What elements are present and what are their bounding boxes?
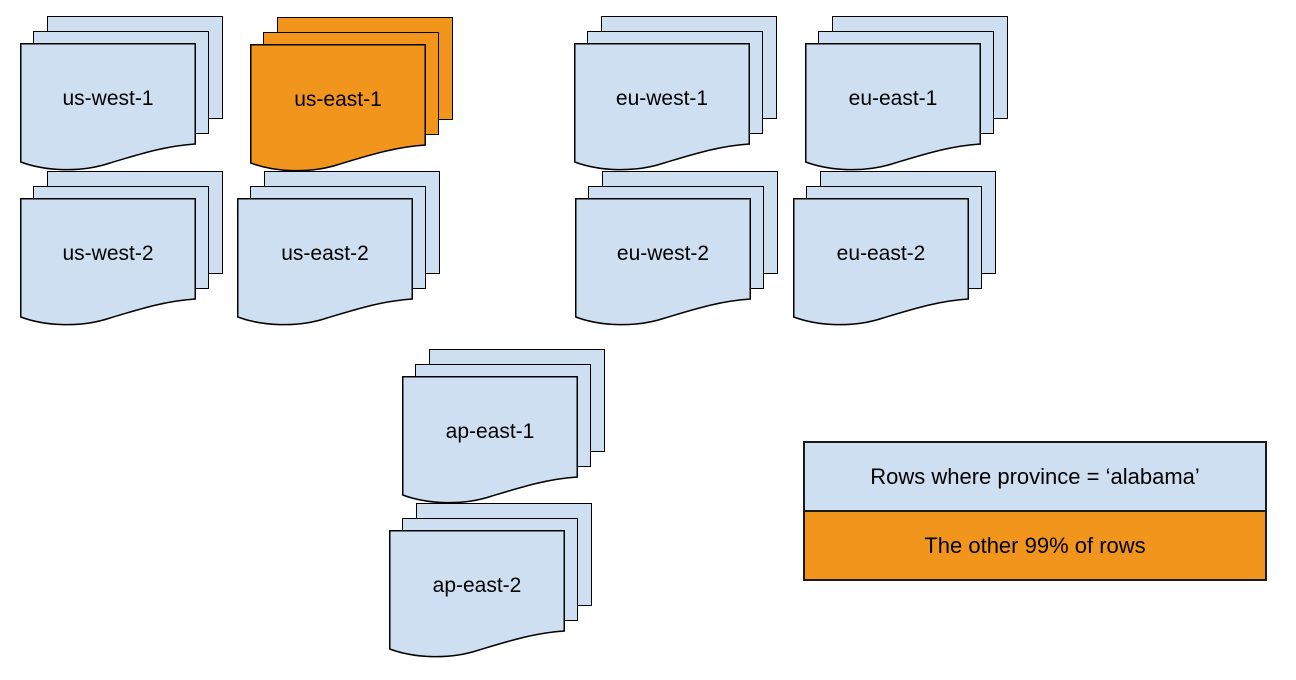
region-label: us-west-2 — [62, 242, 154, 265]
document-page-front-icon — [575, 198, 751, 326]
region-label: us-west-1 — [62, 87, 154, 110]
region-label: ap-east-1 — [445, 420, 535, 443]
region-stack-eu-east-2: eu-east-2 — [793, 171, 996, 329]
document-page-front-icon — [250, 44, 426, 172]
legend: Rows where province = ‘alabama’ The othe… — [803, 441, 1267, 581]
document-page-front-icon — [793, 198, 969, 326]
region-label: us-east-2 — [281, 242, 369, 265]
region-stack-eu-east-1: eu-east-1 — [805, 16, 1008, 174]
legend-label: Rows where province = ‘alabama’ — [870, 463, 1200, 489]
region-label: eu-east-1 — [848, 87, 938, 110]
region-stack-us-west-2: us-west-2 — [20, 171, 223, 329]
region-stack-us-east-2: us-east-2 — [237, 171, 440, 329]
region-stack-ap-east-1: ap-east-1 — [402, 349, 605, 507]
region-label: eu-east-2 — [836, 242, 926, 265]
region-label: eu-west-2 — [616, 242, 710, 265]
region-label: ap-east-2 — [432, 574, 522, 597]
region-stack-eu-west-2: eu-west-2 — [575, 171, 778, 329]
document-page-front-icon — [20, 43, 196, 171]
document-page-front-icon — [237, 198, 413, 326]
region-label: us-east-1 — [294, 88, 382, 111]
document-page-front-icon — [389, 530, 565, 658]
legend-item-alabama-rows: Rows where province = ‘alabama’ — [803, 441, 1267, 512]
region-stack-eu-west-1: eu-west-1 — [574, 16, 777, 174]
legend-item-other-rows: The other 99% of rows — [803, 510, 1267, 581]
region-stack-us-east-1: us-east-1 — [250, 17, 453, 175]
region-stack-ap-east-2: ap-east-2 — [389, 503, 592, 661]
legend-label: The other 99% of rows — [924, 532, 1146, 558]
region-stack-us-west-1: us-west-1 — [20, 16, 223, 174]
document-page-front-icon — [402, 376, 578, 504]
region-label: eu-west-1 — [615, 87, 709, 110]
document-page-front-icon — [805, 43, 981, 171]
document-page-front-icon — [574, 43, 750, 171]
document-page-front-icon — [20, 198, 196, 326]
